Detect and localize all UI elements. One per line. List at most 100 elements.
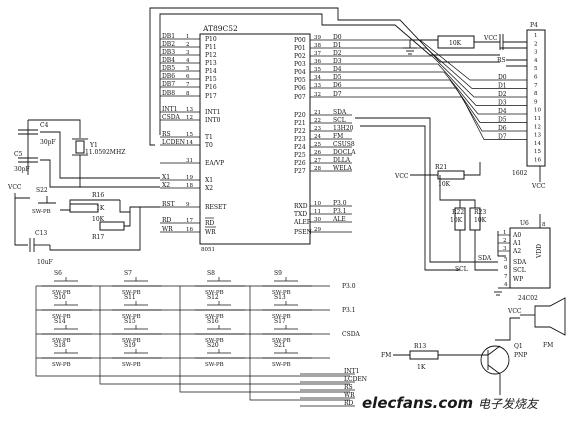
mcu-left-pin-name: P14 bbox=[205, 68, 217, 75]
mcu-right-net: D4 bbox=[333, 66, 342, 73]
lcd-pin-number: 15 bbox=[534, 149, 541, 155]
mcu-right-pin-number: 37 bbox=[314, 51, 321, 57]
mcu-left-net: DB2 bbox=[162, 41, 175, 48]
mcu-right-net: DLLA bbox=[333, 157, 351, 164]
eeprom-left-pin-name: A2 bbox=[512, 248, 521, 255]
data-bus-label: D5 bbox=[498, 117, 507, 124]
pullup-r21-value: 10K bbox=[438, 181, 451, 188]
mcu-left-net: RS bbox=[162, 131, 171, 138]
key-ref: S8 bbox=[207, 270, 215, 277]
mcu-right-net: SDA bbox=[333, 109, 347, 116]
data-bus-line bbox=[352, 63, 527, 106]
key-type: SW-PB bbox=[272, 338, 291, 344]
mcu-right-net: D2 bbox=[333, 50, 342, 57]
eeprom-ref: U6 bbox=[520, 220, 529, 227]
key-matrix: S6SW-PBS7SW-PBS8SW-PBS9SW-PBP3.0S10SW-PB… bbox=[35, 270, 367, 407]
eeprom-body bbox=[509, 227, 551, 289]
lcd-part: 1602 bbox=[512, 170, 527, 177]
mcu-right-net: 13H20 bbox=[333, 125, 354, 132]
key-ref: S18 bbox=[54, 342, 66, 349]
reset-r1: R16 bbox=[92, 192, 104, 199]
mcu-right-pin-name: P21 bbox=[294, 120, 306, 127]
mcu-left-pin-number: 13 bbox=[186, 107, 193, 113]
mcu-left-pin-number: 14 bbox=[186, 140, 193, 146]
mcu-left-net: X2 bbox=[162, 182, 170, 189]
mcu-right-pin-number: 33 bbox=[314, 83, 321, 89]
reset-switch-type: SW-PB bbox=[32, 209, 51, 215]
mcu-right-pin-number: 22 bbox=[314, 118, 321, 124]
lcd-pin-number: 12 bbox=[534, 124, 541, 130]
eeprom-vdd-pin: 8 bbox=[542, 222, 546, 228]
crystal-ref: Y1 bbox=[89, 142, 98, 149]
mcu-left-pin-number: 1 bbox=[186, 34, 190, 40]
key-type: SW-PB bbox=[122, 314, 141, 320]
eeprom-gnd-pin: 4 bbox=[504, 282, 508, 288]
mcu-right-pin-name: P24 bbox=[294, 144, 306, 151]
mcu-right-pin-number: 36 bbox=[314, 59, 321, 65]
mcu-left-net: DB5 bbox=[162, 65, 175, 72]
mcu-right-pin-number: 21 bbox=[314, 110, 321, 116]
data-bus-line bbox=[352, 55, 527, 98]
mcu-left-pin-name: EA/VP bbox=[205, 160, 224, 167]
data-bus-label: D3 bbox=[498, 100, 507, 107]
eeprom-right-pin-name: SCL bbox=[513, 267, 526, 274]
mcu-left-pin-number: 5 bbox=[186, 66, 190, 72]
key-type: SW-PB bbox=[52, 362, 71, 368]
key-type: SW-PB bbox=[52, 314, 71, 320]
key-ref: S9 bbox=[274, 270, 282, 277]
buzzer-group: VCC FM Q1 PNP FM R13 1K bbox=[381, 297, 566, 395]
mcu-body bbox=[199, 33, 311, 245]
pullup-r23: R23 bbox=[474, 209, 486, 216]
data-bus-label: D2 bbox=[498, 91, 507, 98]
mcu-left-pin-number: 7 bbox=[186, 82, 190, 88]
data-bus-line bbox=[352, 39, 527, 81]
key-ref: S14 bbox=[54, 318, 66, 325]
key-ref: S21 bbox=[274, 342, 286, 349]
mcu-left-net: CSDA bbox=[162, 114, 181, 121]
mcu-left-net: DB3 bbox=[162, 49, 175, 56]
lcd-pin-number: 16 bbox=[534, 158, 541, 164]
mcu-right-pin-number: 25 bbox=[314, 142, 321, 148]
mcu-left-net: RST bbox=[162, 201, 175, 208]
transistor-type: PNP bbox=[514, 352, 527, 359]
mcu-left-pin-name: WR bbox=[205, 229, 216, 236]
transistor-ref: Q1 bbox=[514, 343, 523, 350]
mcu-right-net: ALE bbox=[332, 216, 346, 223]
mcu-left-pin-name: P17 bbox=[205, 93, 217, 100]
watermark-en: elecfans.com bbox=[362, 394, 473, 412]
buzzer-resistor-value: 1K bbox=[417, 364, 426, 371]
key-row-net: P3.1 bbox=[342, 307, 356, 314]
mcu-left-net: X1 bbox=[162, 174, 170, 181]
lcd-pin-number: 14 bbox=[534, 141, 541, 147]
mcu-right-pin-name: P02 bbox=[294, 53, 306, 60]
mcu-left-pin-number: 16 bbox=[186, 227, 193, 233]
crystal-cap1: C4 bbox=[40, 122, 49, 129]
key-type: SW-PB bbox=[122, 338, 141, 344]
mcu-right-pin-name: P04 bbox=[294, 69, 306, 76]
mcu-left-pin-number: 12 bbox=[186, 115, 193, 121]
mcu-right-net: P3.0 bbox=[333, 200, 347, 207]
mcu-right-pin-name: P20 bbox=[294, 112, 306, 119]
mcu-right-net: SCL bbox=[333, 117, 346, 124]
key-ref: S16 bbox=[207, 318, 219, 325]
buzzer-net: FM bbox=[381, 352, 391, 359]
lcd-pin-number: 2 bbox=[534, 41, 538, 47]
lcd-vcc-label: VCC bbox=[483, 35, 498, 42]
mcu-right-pin-number: 26 bbox=[314, 150, 321, 156]
data-bus-line bbox=[352, 79, 527, 123]
watermark-cn: 电子发烧友 bbox=[478, 397, 540, 411]
transistor-icon bbox=[480, 345, 510, 375]
mcu-left-pin-number: 19 bbox=[186, 175, 193, 181]
lcd-pin-number: 10 bbox=[534, 108, 541, 114]
key-ref: S19 bbox=[124, 342, 136, 349]
reset-cap: C13 bbox=[35, 230, 47, 237]
key-column-line bbox=[99, 286, 350, 385]
mcu-right-net: WELA bbox=[333, 165, 353, 172]
key-type: SW-PB bbox=[272, 362, 291, 368]
key-ref: S12 bbox=[207, 294, 219, 301]
pullup-scl: SCL bbox=[455, 266, 468, 273]
reset-vcc: VCC bbox=[7, 184, 22, 191]
mcu-right-net: DOCLA bbox=[333, 149, 356, 156]
